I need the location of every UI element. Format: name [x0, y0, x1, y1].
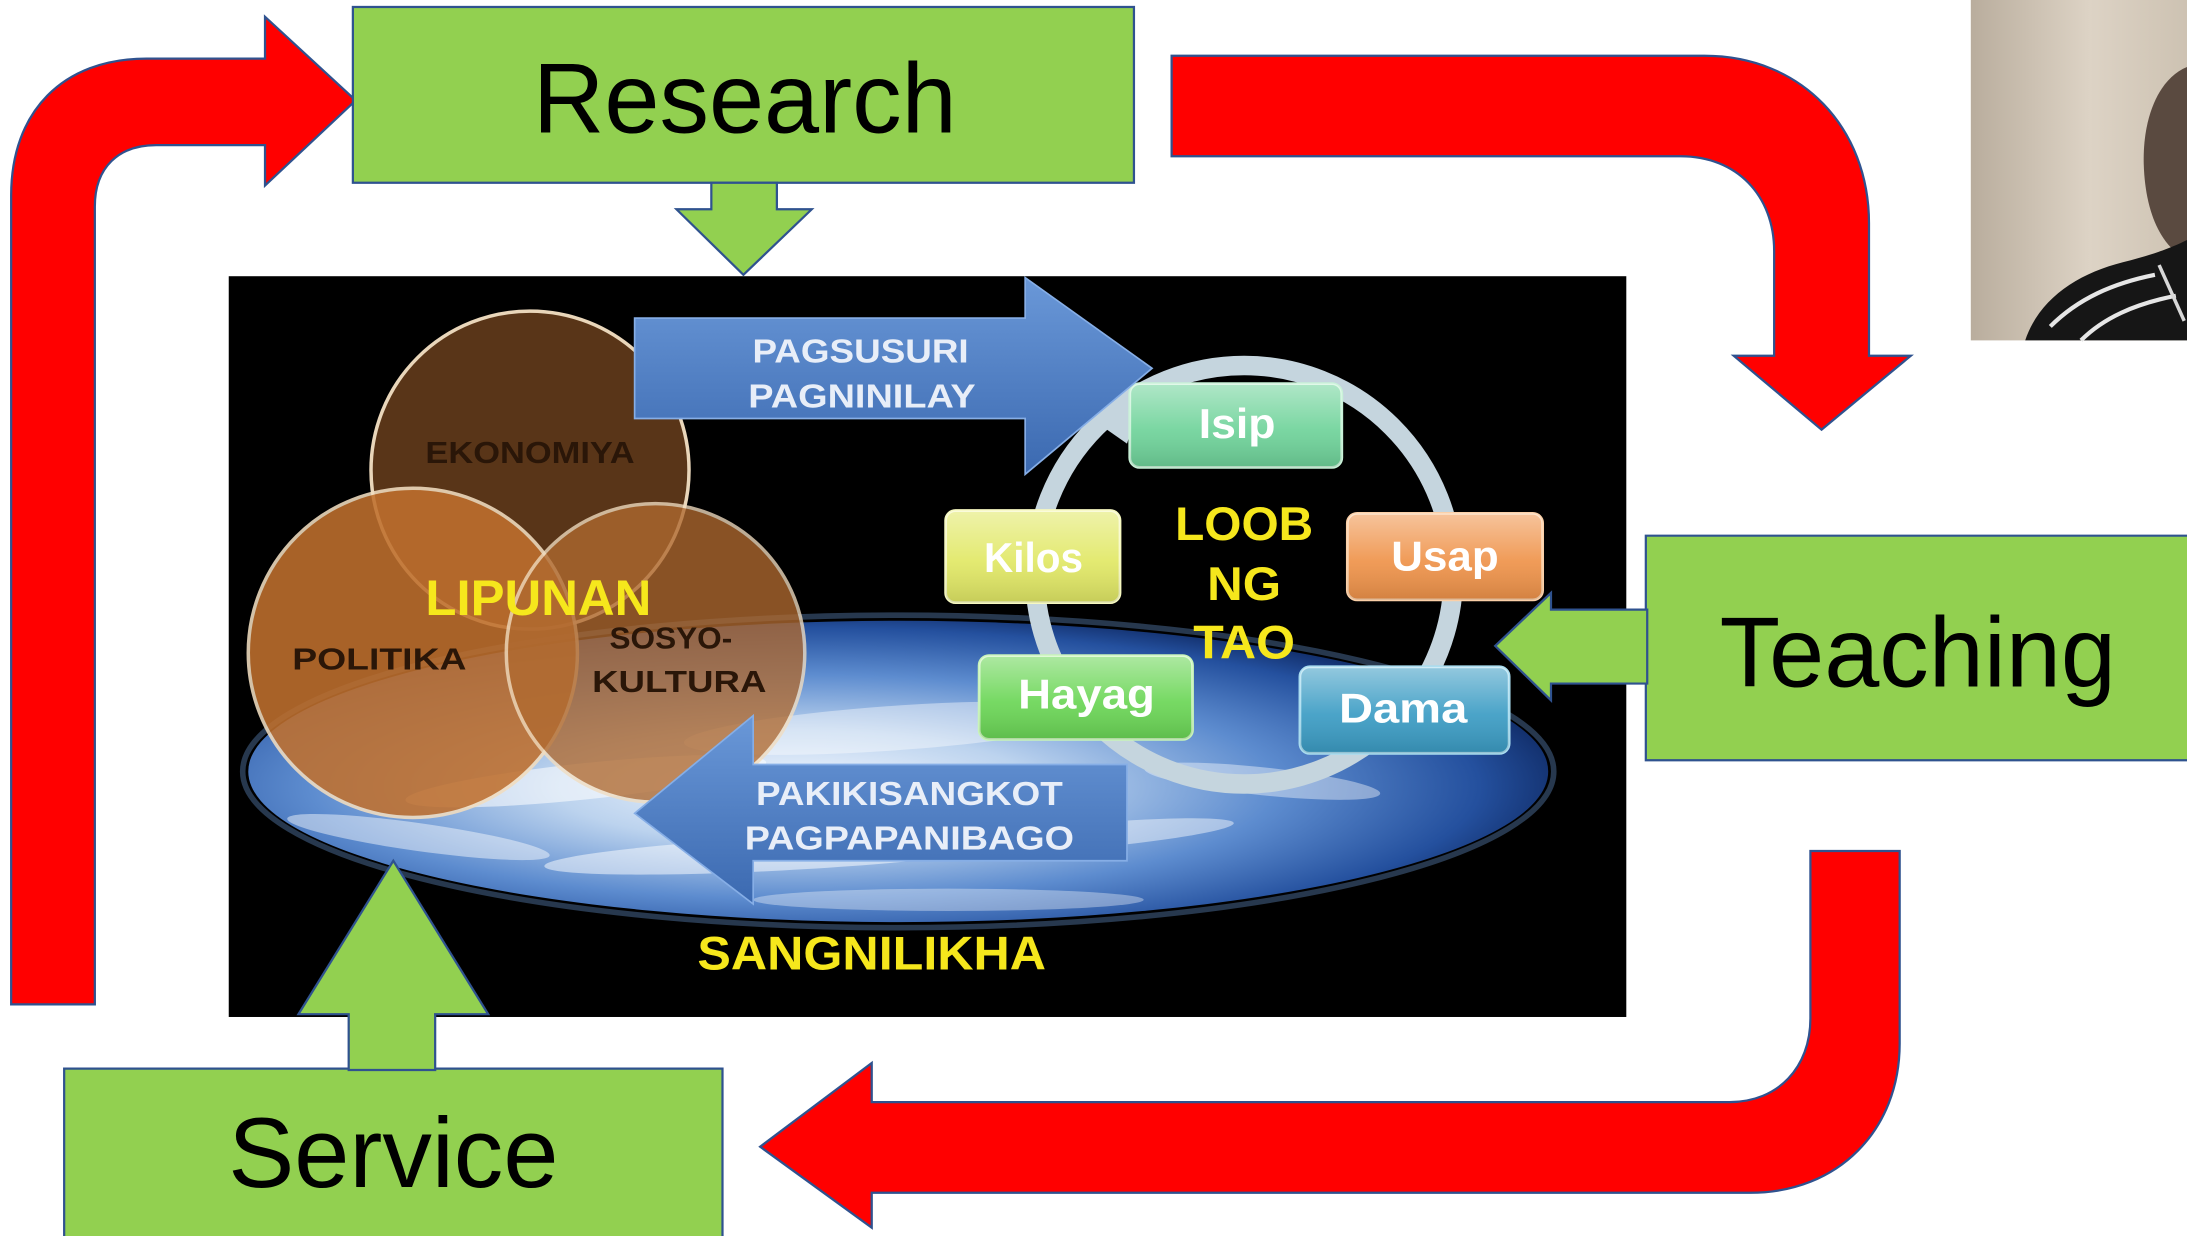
service-up-arrow — [296, 858, 491, 1072]
society-venn: EKONOMIYA POLITIKA SOSYO- KULTURA LIPUNA… — [246, 309, 807, 820]
node-label-isip: Isip — [1199, 400, 1276, 447]
loob-center-line-3: TAO — [1193, 616, 1295, 669]
cycle-node-usap: Usap — [1345, 511, 1545, 602]
research-down-arrow — [673, 181, 815, 277]
service-label: Service — [228, 1097, 558, 1208]
research-box: Research — [351, 5, 1136, 277]
teaching-label: Teaching — [1720, 596, 2116, 707]
node-label-dama: Dama — [1339, 685, 1468, 732]
ground-label: SANGNILIKHA — [697, 928, 1046, 981]
node-gloss-usap — [1347, 513, 1543, 600]
arrow-research-to-teaching — [1170, 54, 1914, 432]
upper-blue-arrow: PAGSUSURI PAGNINILAY — [633, 275, 1154, 477]
venn-label-kultura: KULTURA — [592, 664, 766, 699]
presenter-head — [2143, 66, 2187, 260]
service-box: Service — [63, 858, 724, 1236]
worldview-diagram-panel: EKONOMIYA POLITIKA SOSYO- KULTURA LIPUNA… — [228, 275, 1627, 1017]
lower-blue-arrow-shape — [633, 713, 1128, 906]
cycle-node-dama: Dama — [1298, 665, 1511, 755]
arrow-teaching-to-service — [758, 849, 1901, 1230]
cycle-arrows — [10, 14, 1914, 1230]
teaching-box: Teaching — [1493, 534, 2187, 762]
lower-blue-arrow: PAKIKISANGKOT PAGPAPANIBAGO — [633, 713, 1128, 906]
loob-center-line-1: LOOB — [1175, 498, 1313, 551]
upper-arrow-line-1: PAGSUSURI — [752, 334, 968, 371]
node-label-kilos: Kilos — [984, 534, 1083, 581]
node-label-hayag: Hayag — [1018, 671, 1155, 718]
cycle-node-hayag: Hayag — [977, 654, 1194, 741]
sweater-stripe — [2079, 293, 2177, 342]
teaching-left-arrow — [1493, 590, 1649, 703]
earth-halo — [239, 612, 1557, 931]
lower-arrow-line-2: PAGPAPANIBAGO — [745, 821, 1074, 858]
loob-center-line-2: NG — [1207, 558, 1281, 611]
teaching-box-shape — [1645, 535, 2187, 761]
research-label: Research — [533, 43, 957, 154]
cycle-node-isip: Isip — [1128, 382, 1344, 469]
upper-arrow-line-2: PAGNINILAY — [748, 378, 975, 415]
presenter-video-thumbnail — [1970, 0, 2187, 342]
arrow-service-to-research — [10, 14, 358, 1006]
node-gloss-dama — [1299, 666, 1510, 754]
loob-cycle: Isip Usap Dama Hayag Kilos — [944, 355, 1545, 794]
research-box-shape — [351, 5, 1136, 184]
sweater-stripe — [2157, 264, 2186, 322]
node-gloss-isip — [1129, 383, 1342, 468]
sweater-stripe — [2048, 272, 2156, 328]
society-label: LIPUNAN — [425, 570, 651, 626]
service-box-shape — [64, 1068, 723, 1236]
cycle-node-kilos: Kilos — [944, 509, 1122, 605]
venn-label-ekonomiya: EKONOMIYA — [425, 435, 634, 470]
lower-arrow-line-1: PAKIKISANGKOT — [756, 776, 1063, 813]
upper-blue-arrow-shape — [633, 275, 1154, 477]
node-gloss-hayag — [979, 655, 1193, 740]
node-gloss-kilos — [945, 510, 1121, 603]
venn-label-politika: POLITIKA — [292, 642, 466, 677]
node-label-usap: Usap — [1391, 533, 1498, 580]
venn-label-sosyo: SOSYO- — [610, 621, 733, 656]
